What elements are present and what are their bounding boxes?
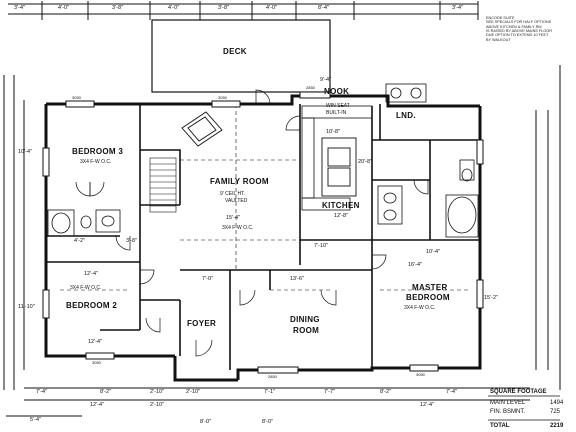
bottom-dim: 7'-4" — [446, 389, 457, 395]
top-dim: 4'-0" — [168, 5, 179, 11]
bedroom3-label: BEDROOM 3 — [72, 147, 124, 156]
bedroom3-width-dim: 12'-4" — [84, 271, 99, 277]
top-dim: 3'-4" — [452, 5, 463, 11]
family-vault-note: VAULTED — [225, 198, 248, 204]
top-dim: 8'-4" — [318, 5, 329, 11]
kitchen-label: KITCHEN — [322, 201, 360, 210]
window-tag: 3050 — [72, 95, 81, 100]
bottom-dim: 8'-2" — [100, 389, 111, 395]
closet-width-dim: 3'-8" — [126, 238, 137, 244]
dining-width-dim: 13'-6" — [290, 276, 305, 282]
bottom-dim: 12'-4" — [90, 402, 105, 408]
laundry-label: LND. — [396, 111, 416, 120]
design-note: DUE OPTION TO EXTEND 10 FEET — [486, 33, 549, 38]
bottom-dim: 2'-10" — [150, 389, 165, 395]
kitchen-depth-dim: 20'-8" — [358, 159, 373, 165]
nook-width-dim: 9'-4" — [320, 77, 331, 83]
window-tag: 3050 — [416, 372, 425, 377]
hall-bath-fixtures — [47, 209, 121, 237]
kitchen-width-dim: 12'-8" — [334, 213, 349, 219]
bottom-dim: 2'-10" — [186, 389, 201, 395]
bedroom2-fixture-note: 3X4 F-W O.C. — [70, 285, 102, 291]
deck-label: DECK — [223, 47, 247, 56]
bath-width-dim: 4'-2" — [74, 238, 85, 244]
design-note: IS RAISED BY ABOVE MAINS FLOOR — [486, 29, 552, 34]
sq-footage-row-label: FIN. BSMNT. — [490, 409, 526, 415]
master-bath-dim: 10'-4" — [426, 249, 441, 255]
bottom-dim: 12'-4" — [420, 402, 435, 408]
top-dim: 3'-4" — [14, 5, 25, 11]
bottom-dim: 8'-0" — [262, 419, 273, 425]
bottom-dim: 2'-10" — [150, 402, 165, 408]
top-dim: 3'-8" — [112, 5, 123, 11]
top-dim: 4'-0" — [266, 5, 277, 11]
master-bedroom-label-2: BEDROOM — [406, 293, 450, 302]
window-tag: 2850 — [268, 374, 277, 379]
bedroom3-fixture-note: 3X4 F-W O.C. — [80, 159, 112, 165]
family-fixture-note: 3X4 F-W O.C. — [222, 225, 254, 231]
bottom-dim: 8'-0" — [200, 419, 211, 425]
master-depth-dim: 15'-2" — [484, 295, 499, 301]
top-dim: 3'-8" — [218, 5, 229, 11]
hall-width-dim: 7'-10" — [314, 243, 329, 249]
sq-footage-total-value: 2219 — [550, 423, 564, 429]
nook-item-2: BUILT-IN — [326, 110, 347, 116]
bottom-dim: 7'-7" — [324, 389, 335, 395]
bedroom2-depth-dim: 11'-10" — [18, 304, 35, 310]
bedroom2-width-dim: 12'-4" — [88, 339, 103, 345]
kitchen-island-dim: 10'-8" — [326, 129, 341, 135]
master-bedroom-label-1: MASTER — [412, 283, 448, 292]
sq-footage-title: SQUARE FOOTAGE — [490, 389, 547, 395]
sq-footage-row-label: MAIN LEVEL — [490, 400, 526, 406]
stairs — [149, 157, 177, 213]
foyer-width-dim: 7'-0" — [202, 276, 213, 282]
nook-label: NOOK — [324, 87, 350, 96]
dining-room-label-2: ROOM — [293, 326, 320, 335]
bedroom2-label: BEDROOM 2 — [66, 301, 118, 310]
window-tag: 2850 — [306, 85, 315, 90]
nook-item-1: WIN SEAT — [326, 103, 350, 109]
design-note: BY WALKOUT — [486, 37, 511, 42]
design-note: ENCODE SUITE — [486, 16, 515, 20]
top-dim: 4'-0" — [58, 5, 69, 11]
family-ceiling-note: 9' CEIL HT. — [220, 191, 245, 197]
design-note: SEE SPECIALS FOR HALF OPTIONS — [486, 20, 552, 25]
design-note: ABOVE KITCHEN & FAMILY RM — [486, 24, 542, 29]
bottom-dim: 7'-1" — [264, 389, 275, 395]
design-notes: ENCODE SUITE SEE SPECIALS FOR HALF OPTIO… — [486, 16, 552, 42]
window-tag: 3050 — [92, 360, 101, 365]
sq-footage-row-value: 1494 — [550, 400, 564, 406]
master-fixture-note: 3X4 F-W O.C. — [404, 305, 436, 311]
kitchen-island — [321, 137, 357, 197]
laundry-appliances — [385, 83, 427, 103]
foyer-label: FOYER — [187, 319, 217, 328]
deck-outline — [151, 19, 331, 93]
sq-footage-row-value: 725 — [550, 409, 561, 415]
bedroom3-depth-dim: 10'-4" — [18, 149, 33, 155]
bottom-dim: 8'-2" — [380, 389, 391, 395]
dining-room-label-1: DINING — [290, 315, 320, 324]
master-width-dim: 16'-4" — [408, 262, 423, 268]
bottom-dim: 7'-4" — [36, 389, 47, 395]
window-tag: 3050 — [218, 95, 227, 100]
sq-footage-total-label: TOTAL — [490, 423, 510, 429]
family-width-dim: 15'-4" — [226, 215, 241, 221]
master-bath-fixtures — [377, 159, 479, 238]
fireplace — [181, 111, 223, 147]
bottom-dim: 5'-4" — [30, 417, 41, 423]
family-room-label: FAMILY ROOM — [210, 177, 269, 186]
